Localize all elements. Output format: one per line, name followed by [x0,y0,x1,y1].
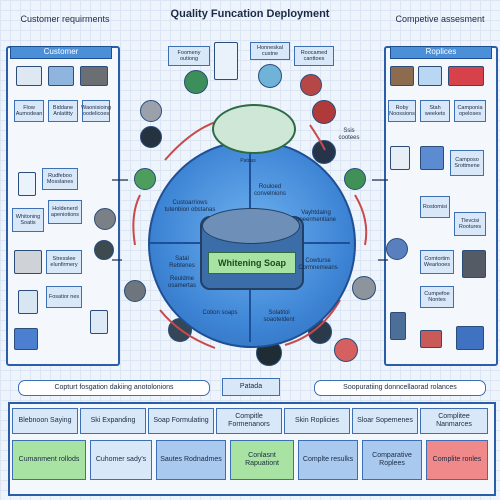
left-box: Waonisioing oodelicoes [81,100,111,122]
block-icon [420,330,442,348]
arrow [132,194,141,246]
left-box: Rudfeboo Mosslanes [42,168,78,190]
corner-left-label: Customer requirments [20,14,110,24]
grain-icon [140,100,162,122]
soap-label: Whitening Soap [208,252,296,274]
heater-icon [462,250,486,278]
center-text: Custoarriows tutenbion obstanas [164,200,216,213]
right-box: Tlevcisi Rootures [454,212,486,236]
carton-icon [390,146,410,170]
bottom-cell: Cumanment rollods [12,440,86,480]
bottom-cell: Ski Expanding [80,408,146,434]
bottom-cell: Cuhomer sady's [90,440,152,480]
radiator-icon [14,250,42,274]
tube-icon [214,42,238,80]
right-box: Camposo Srottmene [450,150,484,176]
bottom-cell: Comparative Roplees [362,440,422,480]
corner-right-label: Competive assesment [395,14,485,24]
right-panel-title: Roplices [390,46,492,59]
shield-icon [312,140,336,164]
right-box: Rostomisi [420,196,450,218]
right-box: Comtortim Wearlooes [420,250,454,274]
ring-icon [140,126,162,148]
jar-icon [18,290,38,314]
left-box: Stresslee elunfirmery [46,250,82,274]
left-panel-title: Customer [10,46,112,59]
triangle-icon [418,66,442,86]
center-text: Cotion soaps [202,310,238,316]
center-text: Cowturse Cormnemeans [298,258,338,271]
stone-icon [94,208,116,230]
bottom-cell: Conlasnt Rapuationt [230,440,294,480]
soap-label-text: Whitening Soap [218,258,286,268]
top-label: Honneskal custne [250,42,290,60]
bottom-cell: Complitee Nanmarces [420,408,488,434]
center-text: Satal Rebtenes [169,256,195,269]
top-label: Roocamed canttoes [294,46,334,66]
left-box: Fosatior nes [46,286,82,308]
container-icon [456,326,484,350]
spray-icon [90,310,108,334]
right-box: Roby Noossions [388,100,416,122]
shoe-icon [16,66,42,86]
bottom-caption-left: Copturt fosgation dakiing anotolonions [18,380,210,396]
right-box: Stah weekets [420,100,450,122]
bottom-cell: Complite ronles [426,440,488,480]
bottom-caption-right: Soopuratiing donncellaorad rolances [314,380,486,396]
bottle-icon [18,172,36,196]
center-text: Rouloed convelnions [254,184,286,197]
jar-icon [334,338,358,362]
top-label: Foomeny outiong [168,46,210,66]
grain-icon [352,276,376,300]
bottom-cell: Compitle Formenanors [216,408,282,434]
left-box: Biddane Anlatitty [48,100,78,122]
cylinder-icon [386,238,408,260]
texture-icon [390,66,414,86]
bottom-cell: Sautes Rodnadmes [156,440,226,480]
bottom-cell: Sloar Sopemenes [352,408,418,434]
bottom-cell: Blebnoon Saying [12,408,78,434]
berry-icon [312,100,336,124]
bottom-cell: Skin Roplicies [284,408,350,434]
leaf-icon [184,70,208,94]
bar-soap-icon [448,66,484,86]
center-text: Patous [240,158,256,164]
arrow [309,124,326,151]
bottom-tag: Patada [222,378,280,396]
arrow [284,299,341,346]
right-box: Cumpefoe Nontes [420,286,454,308]
arrow [354,194,368,246]
arrow [159,309,216,349]
cylinder-icon [94,240,114,260]
sponge-icon [14,328,38,350]
center-text: Reuldme osamertas [167,276,196,289]
page-title: Quality Funcation Deployment [170,8,330,20]
left-box: Flow Aumodean [14,100,44,122]
cube-icon [420,146,444,170]
grain-icon [124,280,146,302]
bottom-cell: Complte resulks [298,440,358,480]
berry-icon [300,74,322,96]
right-box: Camponia opeloses [454,100,486,122]
center-text: Solatitol soaoteldent [263,310,295,323]
soap-tin-top [202,208,300,244]
left-box: Whitoning Soatis [12,208,44,232]
turtle-icon [344,168,366,190]
soap-lid [212,104,296,154]
center-text: Vayhtdaing ooeermentiane [295,210,337,223]
bottle-icon [390,312,406,340]
bottom-cell: Soap Formulating [148,408,214,434]
texture-icon [80,66,108,86]
drop-icon [258,64,282,88]
center-text: Ssis cootees [338,128,360,141]
fabric-icon [48,66,74,86]
left-box: Holdenerd apeniotions [48,200,82,224]
turtle-icon [134,168,156,190]
